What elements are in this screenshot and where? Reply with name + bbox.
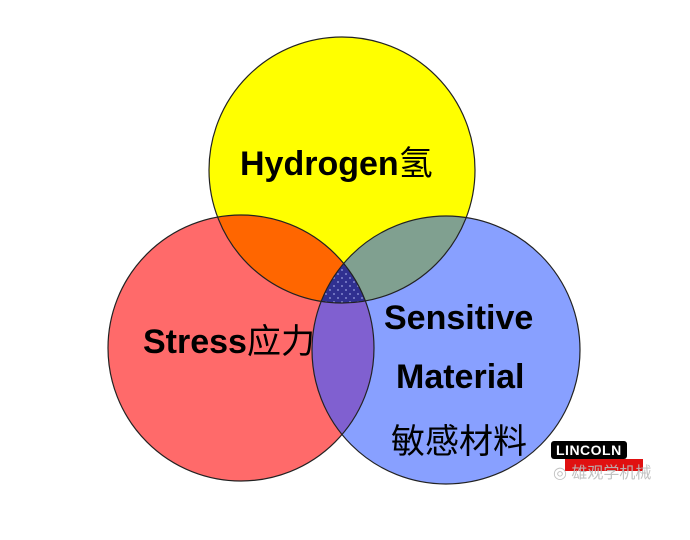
material-label-cn: 敏感材料 xyxy=(391,423,527,461)
logo-brand: LINCOLN xyxy=(551,441,627,459)
hydrogen-label: Hydrogen氢 xyxy=(240,145,433,183)
material-label-line1: Sensitive xyxy=(384,299,534,337)
stress-label: Stress应力 xyxy=(143,323,315,361)
hydrogen-material-overlap xyxy=(312,216,475,303)
watermark: ◎ 雄观学机械 xyxy=(553,465,652,482)
lincoln-logo: LINCOLN xyxy=(551,441,643,471)
hydrogen-stress-overlap xyxy=(209,215,374,303)
logo-red-bar xyxy=(565,459,643,471)
material-label-line2: Material xyxy=(396,358,525,396)
